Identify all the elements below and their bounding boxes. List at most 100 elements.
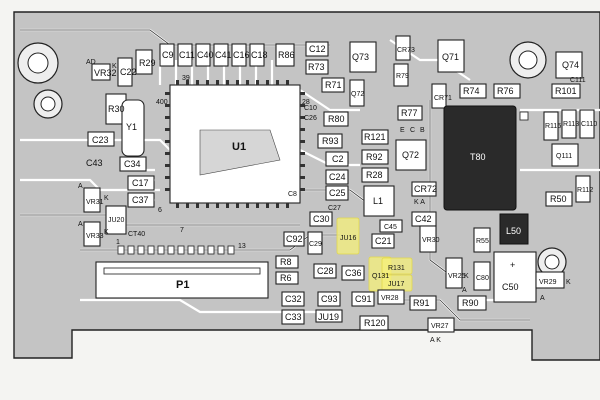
label-ak: A K — [430, 337, 441, 344]
cr73-part — [395, 35, 411, 61]
vr25-part — [445, 257, 463, 289]
highlight-ju16 — [336, 217, 360, 255]
t80-transformer — [443, 105, 517, 211]
mounting-hole-left — [33, 89, 63, 119]
label-q71: Q71 — [442, 52, 459, 62]
label-r113: R113 — [563, 121, 579, 128]
label-c111: C111 — [570, 77, 586, 84]
label-vr28: VR28 — [381, 295, 399, 302]
label-c40: C40 — [197, 50, 214, 60]
label-q111: Q111 — [556, 153, 572, 160]
label-c36: C36 — [345, 268, 362, 278]
ju19-part — [315, 309, 343, 323]
t80-top-pad — [519, 111, 529, 121]
r8-part — [275, 255, 299, 269]
r121-part — [361, 129, 389, 145]
cr71-part — [431, 83, 447, 109]
label-pin13: 13 — [238, 243, 246, 250]
c30-part — [309, 211, 333, 227]
vr30-part — [419, 225, 437, 253]
q72b-part — [349, 79, 365, 107]
label-r121: R121 — [364, 132, 386, 142]
label-vr27: VR27 — [431, 323, 449, 330]
label-l1: L1 — [373, 196, 383, 206]
c25-part — [325, 185, 349, 201]
label-c2: C2 — [332, 154, 344, 164]
label-c91: C91 — [355, 294, 372, 304]
label-r55: R55 — [476, 238, 489, 245]
label-c29: C29 — [309, 241, 322, 248]
label-k2: K — [104, 195, 109, 202]
label-c25: C25 — [329, 188, 346, 198]
label-c1: C — [410, 127, 415, 134]
label-r91: R91 — [413, 298, 430, 308]
label-r50: R50 — [550, 194, 567, 204]
label-vr32: VR32 — [94, 68, 117, 78]
c12-part — [305, 41, 329, 57]
r50-part — [545, 191, 573, 207]
label-c12: C12 — [309, 44, 326, 54]
c24-part — [325, 169, 349, 185]
label-k1: K — [112, 63, 117, 70]
label-l50: L50 — [506, 226, 521, 236]
label-c42: C42 — [415, 214, 432, 224]
label-c93: C93 — [321, 294, 338, 304]
cr72-part — [411, 181, 437, 197]
label-r90: R90 — [462, 298, 479, 308]
label-r131: R131 — [388, 265, 405, 272]
label-c92: C92 — [286, 234, 303, 244]
r112-part — [575, 175, 591, 203]
label-u1: U1 — [232, 141, 246, 153]
header-pins — [117, 245, 235, 255]
c37-part — [127, 192, 155, 208]
u1-pins — [165, 80, 305, 208]
r28-part — [361, 167, 389, 183]
c80-part — [473, 261, 491, 291]
label-pin39: 39 — [182, 75, 190, 82]
vr32-part — [91, 63, 111, 81]
r90-part — [457, 295, 487, 311]
label-r76: R76 — [497, 86, 514, 96]
p1-connector — [95, 261, 269, 299]
label-c11: C11 — [179, 50, 195, 60]
label-c34: C34 — [124, 159, 141, 169]
l50-inductor — [499, 213, 529, 245]
label-c32: C32 — [285, 294, 302, 304]
label-a4: A — [462, 287, 467, 294]
q111-part — [551, 143, 579, 167]
label-r80: R80 — [328, 114, 345, 124]
label-pin28: 28 — [302, 99, 310, 106]
c92-part — [283, 231, 305, 247]
r120-part — [359, 315, 389, 331]
ju20-part — [105, 205, 127, 235]
r101-part — [551, 83, 581, 99]
mounting-hole-bottom-right — [537, 247, 567, 277]
label-t80: T80 — [470, 152, 486, 162]
label-vr30: VR30 — [422, 237, 440, 244]
label-c50: C50 — [502, 282, 519, 292]
label-c10: C10 — [304, 105, 317, 112]
label-r86: R86 — [278, 50, 295, 60]
label-r101: R101 — [555, 86, 577, 96]
label-c45: C45 — [384, 224, 397, 231]
u1-chip — [169, 84, 301, 204]
label-k5: K — [464, 273, 469, 280]
label-c24: C24 — [329, 172, 346, 182]
label-c23: C23 — [92, 135, 109, 145]
label-r77: R77 — [401, 108, 418, 118]
mounting-hole-top-right — [509, 41, 547, 79]
c28-part — [313, 263, 337, 279]
label-ju17: JU17 — [388, 281, 404, 288]
label-ct40: CT40 — [128, 231, 145, 238]
label-r74: R74 — [463, 86, 480, 96]
label-vr29: VR29 — [539, 279, 557, 286]
label-c17: C17 — [132, 178, 149, 188]
label-q72b: Q72 — [351, 91, 364, 98]
label-c9: C9 — [162, 50, 174, 60]
label-r112: R112 — [577, 187, 593, 194]
c34-part — [119, 156, 147, 172]
label-ad1: AD — [86, 59, 96, 66]
label-r115: R115 — [545, 123, 561, 130]
r73-part — [305, 59, 329, 75]
label-q73: Q73 — [352, 52, 369, 62]
